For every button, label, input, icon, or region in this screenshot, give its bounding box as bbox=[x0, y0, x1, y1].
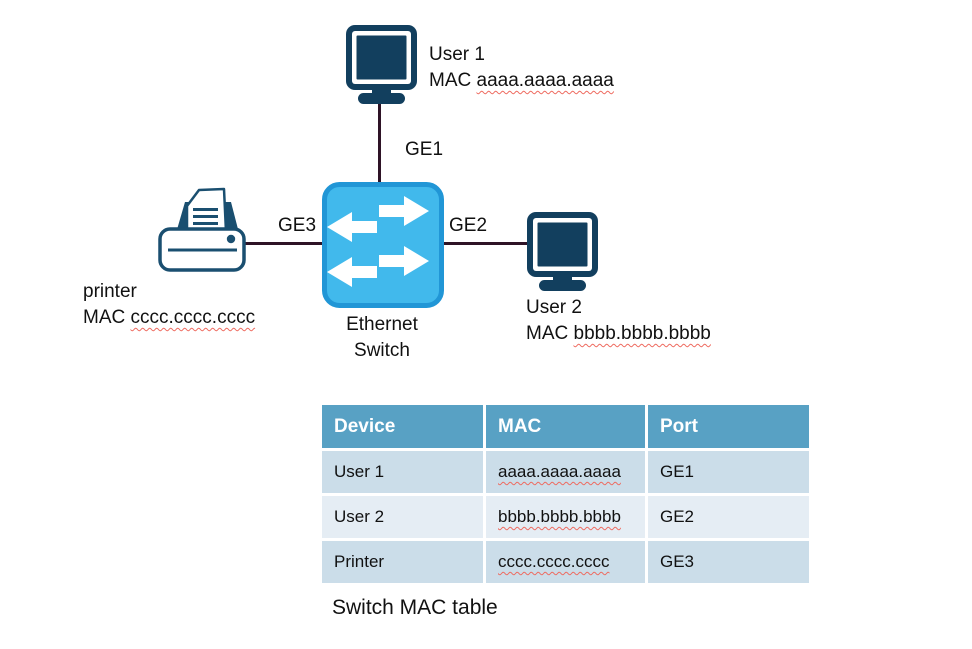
switch-label-line1: Ethernet bbox=[346, 314, 418, 335]
cell-mac: bbbb.bbbb.bbbb bbox=[498, 507, 621, 526]
cell-port: GE1 bbox=[648, 451, 809, 493]
switch-mac-table: Device MAC Port User 1 aaaa.aaaa.aaaa GE… bbox=[322, 405, 809, 583]
printer-mac-value: cccc.cccc.cccc bbox=[130, 307, 256, 328]
printer-mac-prefix: MAC bbox=[83, 307, 126, 328]
cell-device: User 1 bbox=[322, 451, 483, 493]
cell-device: User 2 bbox=[322, 496, 483, 538]
user1-name: User 1 bbox=[429, 44, 485, 65]
switch-label-line2: Switch bbox=[354, 340, 410, 361]
port-ge3-label: GE3 bbox=[278, 215, 317, 236]
cell-port: GE2 bbox=[648, 496, 809, 538]
cell-mac: aaaa.aaaa.aaaa bbox=[498, 462, 621, 481]
cell-device: Printer bbox=[322, 541, 483, 583]
user2-mac-line: MAC bbbb.bbbb.bbbb bbox=[526, 321, 711, 347]
table-body: User 1 aaaa.aaaa.aaaa GE1 User 2 bbbb.bb… bbox=[322, 451, 809, 583]
cell-port: GE3 bbox=[648, 541, 809, 583]
printer-name: printer bbox=[83, 281, 137, 302]
table-header-device: Device bbox=[322, 405, 483, 448]
user1-mac-prefix: MAC bbox=[429, 70, 472, 91]
link-ge3-line bbox=[245, 242, 323, 245]
port-ge1-label: GE1 bbox=[405, 139, 444, 160]
user1-monitor-icon bbox=[346, 25, 417, 104]
printer-label: printer MAC cccc.cccc.cccc bbox=[83, 279, 255, 331]
link-ge2-line bbox=[443, 242, 528, 245]
table-caption: Switch MAC table bbox=[332, 596, 498, 619]
link-ge1-line bbox=[378, 103, 381, 184]
table-header-port: Port bbox=[648, 405, 809, 448]
table-row: Printer cccc.cccc.cccc GE3 bbox=[322, 541, 809, 583]
user2-monitor-icon bbox=[527, 212, 598, 291]
cell-mac: cccc.cccc.cccc bbox=[498, 552, 610, 571]
user2-mac-prefix: MAC bbox=[526, 323, 569, 344]
user1-mac-line: MAC aaaa.aaaa.aaaa bbox=[429, 68, 614, 94]
switch-label: Ethernet Switch bbox=[302, 312, 462, 364]
user2-name: User 2 bbox=[526, 297, 582, 318]
ethernet-switch-icon bbox=[322, 182, 444, 308]
table-row: User 2 bbbb.bbbb.bbbb GE2 bbox=[322, 496, 809, 538]
port-ge2-label: GE2 bbox=[449, 215, 488, 236]
table-header-mac: MAC bbox=[486, 405, 645, 448]
user1-mac-value: aaaa.aaaa.aaaa bbox=[476, 70, 614, 91]
user2-mac-value: bbbb.bbbb.bbbb bbox=[573, 323, 711, 344]
user1-label: User 1 MAC aaaa.aaaa.aaaa bbox=[429, 42, 614, 94]
table-header-row: Device MAC Port bbox=[322, 405, 809, 448]
user2-label: User 2 MAC bbbb.bbbb.bbbb bbox=[526, 295, 711, 347]
table-row: User 1 aaaa.aaaa.aaaa GE1 bbox=[322, 451, 809, 493]
printer-icon bbox=[158, 187, 246, 272]
printer-mac-line: MAC cccc.cccc.cccc bbox=[83, 305, 255, 331]
